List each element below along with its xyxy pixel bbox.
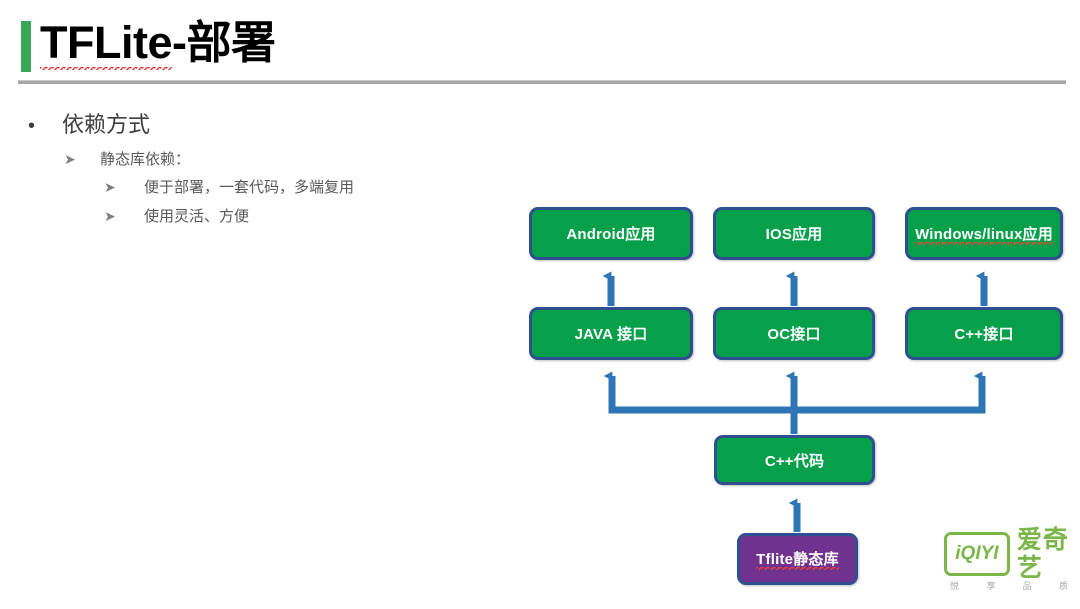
node-cpp-api[interactable]: C++接口 — [905, 307, 1063, 360]
node-ios-app-label: IOS应用 — [765, 226, 823, 243]
iqiyi-tagline: 悦 享 品 质 — [944, 579, 1068, 592]
node-java-api[interactable]: JAVA 接口 — [529, 307, 693, 360]
bullet-marker-arrow: ➤ — [104, 179, 116, 195]
node-tflite-static-lib[interactable]: Tflite静态库 — [737, 533, 858, 585]
iqiyi-brand-name: 爱奇艺 — [1016, 526, 1069, 582]
node-android-app[interactable]: Android应用 — [529, 207, 693, 260]
node-cpp-api-label: C++接口 — [954, 326, 1014, 343]
bullet-level1-item: • 依赖方式 — [28, 107, 150, 139]
node-ios-app[interactable]: IOS应用 — [713, 207, 875, 260]
page-title: TFLite-部署 — [40, 14, 276, 72]
page-title-main: TFLite — [40, 17, 172, 70]
node-oc-api[interactable]: OC接口 — [713, 307, 875, 360]
tagline-char: 悦 — [950, 581, 960, 591]
bullet-level3-item: ➤ 便于部署，一套代码，多端复用 — [104, 176, 354, 197]
iqiyi-logo-mark-text: iQIYI — [955, 543, 999, 564]
node-android-app-label: Android应用 — [566, 226, 656, 243]
title-accent-bar — [21, 21, 31, 72]
page-title-suffix: -部署 — [171, 17, 276, 68]
bullet-marker-dot: • — [28, 115, 36, 137]
node-java-api-label: JAVA 接口 — [574, 326, 648, 343]
bullet-level1-label: 依赖方式 — [62, 112, 151, 137]
node-cpp-code[interactable]: C++代码 — [714, 435, 875, 485]
tagline-char: 品 — [1022, 581, 1032, 591]
bullet-level3-label: 便于部署，一套代码，多端复用 — [144, 179, 355, 196]
node-windows-linux-app-label: Windows/linux应用 — [915, 222, 1053, 245]
tagline-char: 质 — [1058, 581, 1068, 591]
iqiyi-logo-icon: iQIYI — [944, 532, 1010, 576]
bullet-level2-label: 静态库依赖： — [100, 151, 191, 168]
bullet-marker-arrow: ➤ — [104, 208, 116, 224]
node-tflite-static-lib-label: Tflite静态库 — [756, 548, 839, 570]
bullet-level3-item: ➤ 使用灵活、方便 — [104, 205, 249, 226]
arrow-cppcode-to-cppapi — [794, 371, 986, 414]
node-cpp-code-label: C++代码 — [764, 452, 825, 470]
iqiyi-logo: iQIYI 爱奇艺 悦 享 品 质 — [944, 526, 1080, 592]
tagline-char: 享 — [986, 581, 996, 591]
node-oc-api-label: OC接口 — [767, 326, 821, 343]
arrow-cppcode-to-java — [603, 371, 794, 414]
node-windows-linux-app[interactable]: Windows/linux应用 — [905, 207, 1063, 260]
bullet-level3-label: 使用灵活、方便 — [144, 208, 250, 225]
bullet-level2-item: ➤ 静态库依赖： — [64, 148, 190, 169]
bullet-marker-arrow: ➤ — [64, 151, 76, 167]
title-divider — [18, 80, 1066, 84]
